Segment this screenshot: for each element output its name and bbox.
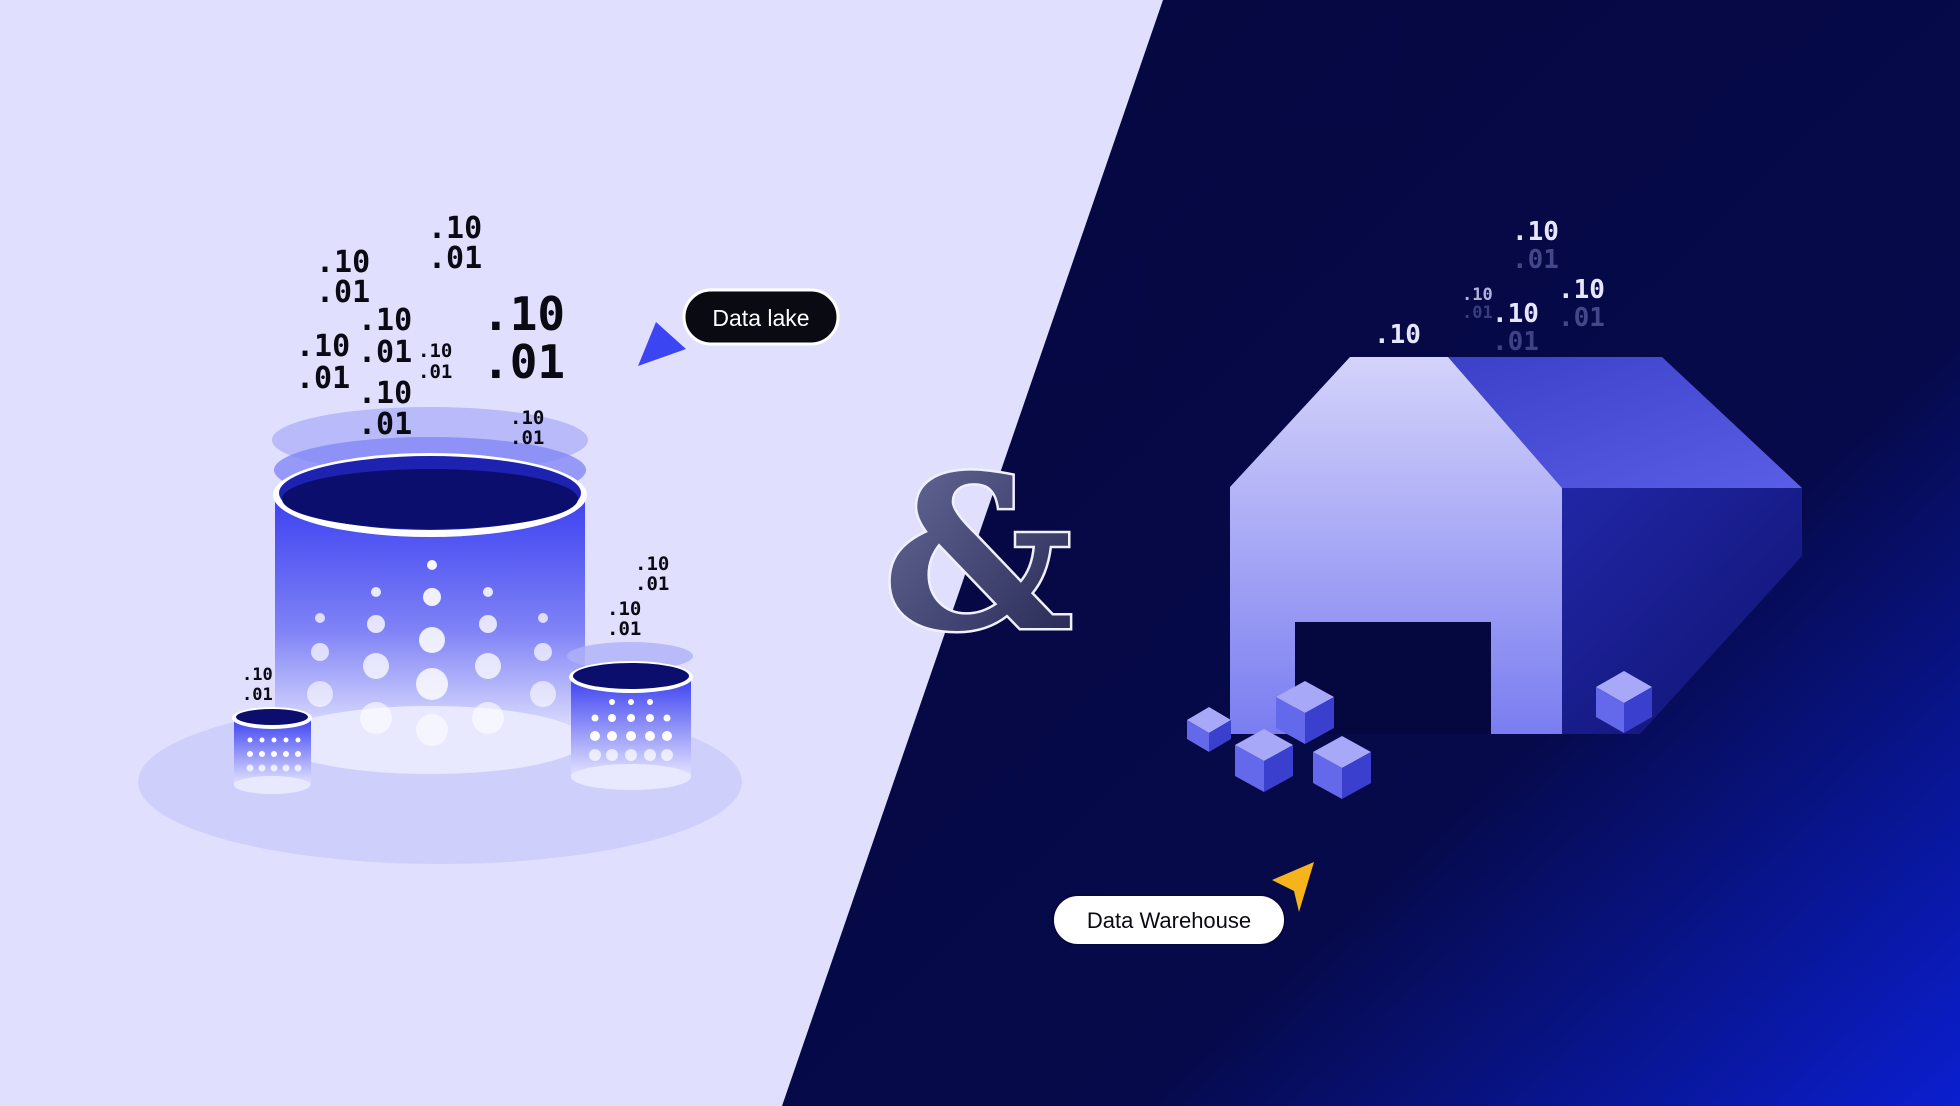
data-lake-pointer — [638, 322, 686, 366]
bits-ten: .10 — [358, 376, 412, 411]
bits-one: .01 — [316, 275, 370, 310]
bits-one: .01 — [482, 335, 565, 389]
large-cylinder-inner — [282, 469, 578, 529]
bits-one: .01 — [358, 335, 412, 370]
cube-icon — [1235, 729, 1293, 792]
large-cylinder-dots — [307, 560, 556, 746]
bits-one: .01 — [296, 361, 350, 396]
bits-ten: .10 — [607, 598, 641, 620]
bits-one: .01 — [607, 618, 641, 640]
lake-binary-digits: .10 .01 .10 .01 .10 .01 .10 .01 .10 .01 … — [242, 211, 669, 705]
bits-ten: .10 — [635, 553, 669, 575]
medium-cylinder-bottom — [571, 764, 691, 790]
bits-one: .01 — [418, 361, 452, 383]
small-cylinder-top — [236, 709, 308, 725]
small-cylinder-bottom — [234, 776, 310, 794]
bits-one: .01 — [1558, 303, 1605, 333]
bits-one: .01 — [635, 573, 669, 595]
bits-one: .01 — [1462, 303, 1493, 323]
data-lake-label: Data lake — [682, 288, 840, 346]
cube-icon — [1276, 681, 1334, 744]
bits-ten: .10 — [1558, 275, 1605, 305]
medium-cylinder-glow — [567, 642, 693, 670]
bits-ten: .10 — [1512, 217, 1559, 247]
bits-one: .01 — [1512, 245, 1559, 275]
data-warehouse-pointer — [1272, 862, 1314, 912]
bits-one: .01 — [1492, 327, 1539, 357]
bits-ten: .10 — [510, 407, 544, 429]
bits-ten: .10 — [418, 340, 452, 362]
bits-ten: .10 — [316, 245, 370, 280]
bits-one: .01 — [428, 241, 482, 276]
data-lake-label-text: Data lake — [712, 305, 809, 331]
ampersand-symbol: & — [882, 429, 1073, 678]
data-warehouse-illustration: .10 .01 .10 .01 .10 .01 .10 .01 .10 Data… — [1052, 217, 1802, 946]
cube-icon — [1313, 736, 1371, 799]
bits-ten: .10 — [428, 211, 482, 246]
warehouse-binary-digits: .10 .01 .10 .01 .10 .01 .10 .01 .10 — [1374, 217, 1605, 357]
data-lake-illustration: .10 .01 .10 .01 .10 .01 .10 .01 .10 .01 … — [138, 211, 840, 864]
bits-ten: .10 — [296, 329, 350, 364]
medium-cylinder-top — [573, 663, 689, 689]
bits-ten: .10 — [358, 303, 412, 338]
arrow-pointer-icon — [638, 322, 686, 366]
bits-ten: .10 — [482, 287, 565, 341]
cube-icon — [1187, 707, 1231, 752]
bits-ten: .10 — [1462, 285, 1493, 305]
arrow-pointer-icon — [1272, 862, 1314, 912]
bits-one: .01 — [242, 685, 273, 705]
cube-icon — [1596, 671, 1652, 733]
small-cylinder-dots — [246, 737, 302, 772]
data-warehouse-label-text: Data Warehouse — [1087, 908, 1251, 933]
bits-ten: .10 — [1492, 299, 1539, 329]
bits-one: .01 — [510, 427, 544, 449]
bits-one: .01 — [358, 407, 412, 442]
medium-cylinder-dots — [589, 699, 673, 761]
bits-ten: .10 — [242, 665, 273, 685]
data-warehouse-label: Data Warehouse — [1052, 894, 1286, 946]
bits-ten: .10 — [1374, 320, 1421, 350]
warehouse-roof — [1448, 357, 1802, 488]
